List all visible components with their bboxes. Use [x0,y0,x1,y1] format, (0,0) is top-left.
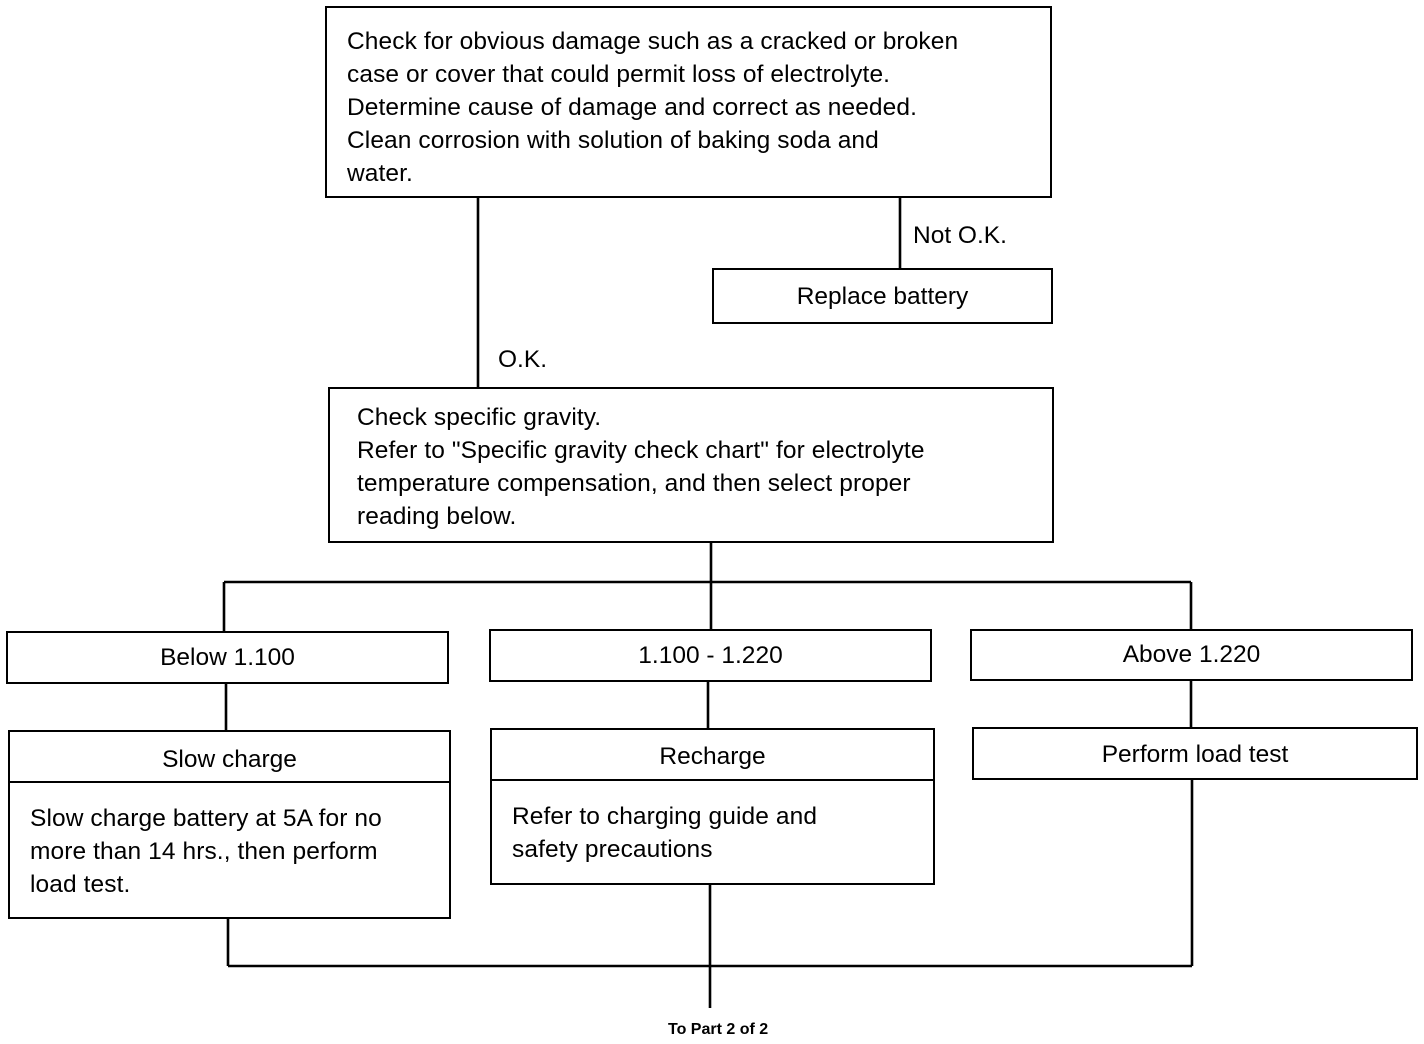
slow-charge-divider [10,781,449,783]
specific-gravity-line-4: reading below. [357,503,517,530]
replace-battery-label: Replace battery [796,283,969,310]
specific-gravity-line-3: temperature compensation, and then selec… [357,470,911,497]
recharge-line-1: Refer to charging guide and [512,803,818,830]
inspect-damage-line-1: Check for obvious damage such as a crack… [347,28,959,55]
ok-label: O.K. [498,346,548,373]
recharge-divider [492,779,933,781]
reading-above-box: Above 1.220 [970,629,1413,681]
slow-charge-line-1: Slow charge battery at 5A for no [30,805,382,832]
inspect-damage-line-5: water. [347,160,413,187]
reading-above-label: Above 1.220 [1122,641,1261,668]
slow-charge-line-2: more than 14 hrs., then perform [30,838,378,865]
reading-mid-label: 1.100 - 1.220 [638,642,783,669]
to-part-2-label: To Part 2 of 2 [668,1021,769,1038]
recharge-line-2: safety precautions [512,836,713,863]
inspect-damage-line-2: case or cover that could permit loss of … [347,61,891,88]
specific-gravity-line-1: Check specific gravity. [357,404,602,431]
inspect-damage-line-3: Determine cause of damage and correct as… [347,94,917,121]
reading-below-box: Below 1.100 [6,631,449,684]
replace-battery-box: Replace battery [712,268,1053,324]
reading-below-label: Below 1.100 [160,644,295,671]
slow-charge-title: Slow charge [162,746,297,773]
not-ok-label: Not O.K. [913,222,1007,249]
specific-gravity-box: Check specific gravity. Refer to "Specif… [328,387,1054,543]
slow-charge-box: Slow charge Slow charge battery at 5A fo… [8,730,451,919]
recharge-title: Recharge [659,743,766,770]
inspect-damage-line-4: Clean corrosion with solution of baking … [347,127,879,154]
inspect-damage-box: Check for obvious damage such as a crack… [325,6,1052,198]
slow-charge-line-3: load test. [30,871,131,898]
load-test-box: Perform load test [972,727,1418,780]
recharge-box: Recharge Refer to charging guide and saf… [490,728,935,885]
load-test-title: Perform load test [1101,741,1289,768]
reading-mid-box: 1.100 - 1.220 [489,629,932,682]
specific-gravity-line-2: Refer to "Specific gravity check chart" … [357,437,925,464]
